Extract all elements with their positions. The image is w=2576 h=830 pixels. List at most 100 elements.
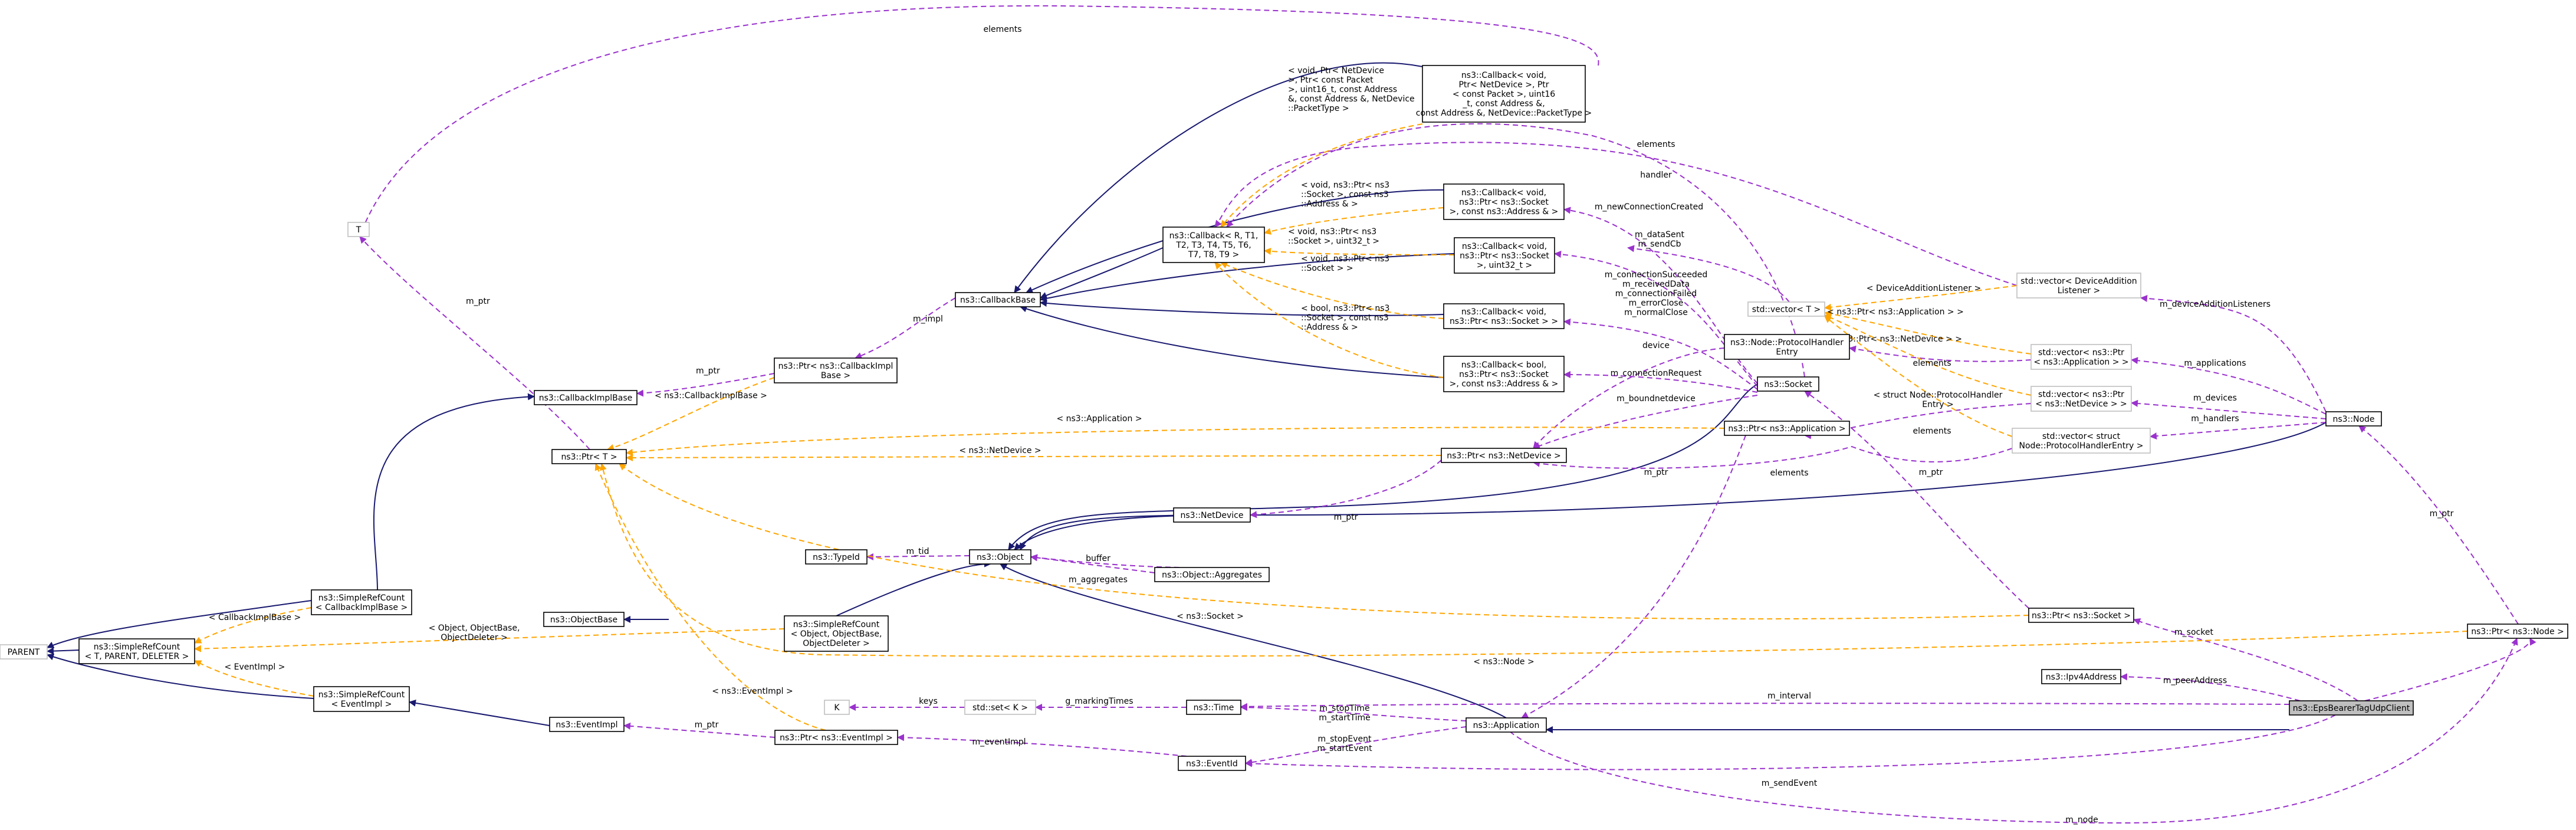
edge-label-tpl-socket: < ns3::Socket > [1177, 612, 1244, 621]
node-netdevice[interactable]: ns3::NetDevice [1173, 507, 1251, 523]
node-ptr-socket[interactable]: ns3::Ptr< ns3::Socket > [2028, 608, 2134, 623]
node-label: ns3::Socket [1764, 380, 1812, 389]
edge-label-m-applications: m_applications [2184, 359, 2246, 368]
node-k[interactable]: K [824, 700, 850, 715]
node-callback-sent[interactable]: ns3::Callback< void,ns3::Ptr< ns3::Socke… [1454, 237, 1555, 274]
node-node[interactable]: ns3::Node [2325, 411, 2382, 427]
node-ptr-node[interactable]: ns3::Ptr< ns3::Node > [2467, 624, 2568, 639]
edge-tmpl-66 [599, 463, 2468, 657]
node-simplerefcount-object[interactable]: ns3::SimpleRefCount< Object, ObjectBase,… [784, 615, 889, 652]
edge-tmpl-60 [1220, 261, 1444, 319]
edge-label-elements-top: elements [983, 25, 1021, 34]
edge-inherit-1 [1000, 563, 1507, 719]
edge-inherit-17 [1020, 422, 2327, 550]
node-callback-bool[interactable]: ns3::Callback< bool,ns3::Ptr< ns3::Socke… [1443, 356, 1565, 392]
node-aggregates[interactable]: ns3::Object::Aggregates [1154, 567, 1270, 582]
edge-label-elements-vec2: elements [1913, 427, 1951, 436]
edge-label-m-devices: m_devices [2193, 393, 2237, 403]
edge-usage-44 [1226, 123, 1805, 378]
edge-label-tpl-bool: < bool, ns3::Ptr< ns3::Socket >, const n… [1301, 304, 1389, 332]
node-simplerefcount-callback[interactable]: ns3::SimpleRefCount< CallbackImplBase > [311, 589, 412, 615]
node-ptr-t[interactable]: ns3::Ptr< T > [551, 449, 627, 464]
node-eventimpl[interactable]: ns3::EventImpl [549, 717, 625, 732]
edge-tmpl-69 [194, 628, 785, 652]
edge-tmpl-73 [1824, 314, 2032, 396]
node-socket[interactable]: ns3::Socket [1757, 376, 1819, 392]
edge-usage-49 [1533, 347, 1725, 449]
edge-usage-47 [1563, 318, 1758, 390]
node-label: ns3::Ptr< ns3::NetDevice > [1447, 451, 1561, 461]
edge-inherit-9 [1040, 247, 1164, 299]
edge-label-m-impl: m_impl [913, 314, 943, 324]
edge-usage-41 [2131, 399, 2327, 419]
edge-usage-53 [1849, 345, 2032, 362]
edge-usage-36 [2120, 673, 2301, 701]
edge-usage-18 [359, 5, 1599, 237]
node-label: ns3::CallbackBase [960, 296, 1036, 305]
node-target[interactable]: ns3::EpsBearerTagUdpClient [2289, 700, 2414, 716]
edge-label-m-node: m_node [2065, 815, 2098, 825]
node-application[interactable]: ns3::Application [1466, 717, 1547, 733]
edge-label-m-ptr-t: m_ptr [466, 297, 490, 306]
edge-label-m-ptr-cb: m_ptr [696, 366, 720, 376]
node-label: ns3::SimpleRefCount< CallbackImplBase > [316, 593, 408, 612]
edge-inherit-16 [1008, 383, 1758, 550]
edge-usage-23 [1030, 554, 1155, 573]
edge-inherit-2 [836, 560, 991, 616]
edge-label-tpl-accept: < void, ns3::Ptr< ns3::Socket >, const n… [1301, 181, 1389, 209]
node-callback-generic[interactable]: ns3::Callback< R, T1,T2, T3, T4, T5, T6,… [1162, 227, 1265, 263]
node-label: ns3::SimpleRefCount< EventImpl > [318, 690, 405, 709]
node-vector-ptr-netdev[interactable]: std::vector< ns3::Ptr< ns3::NetDevice > … [2030, 386, 2132, 412]
node-label: ns3::Ptr< ns3::EventImpl > [780, 733, 893, 743]
node-ipv4address[interactable]: ns3::Ipv4Address [2041, 669, 2121, 684]
node-set-k[interactable]: std::set< K > [964, 700, 1036, 715]
node-simplerefcount-tpd[interactable]: ns3::SimpleRefCount< T, PARENT, DELETER … [78, 638, 195, 664]
node-vector-t[interactable]: std::vector< T > [1747, 301, 1825, 317]
node-callbackbase[interactable]: ns3::CallbackBase [955, 292, 1041, 307]
edge-label-m-aggregates: m_aggregates [1069, 575, 1128, 585]
edge-usage-38 [2358, 425, 2519, 625]
edge-usage-42 [2150, 422, 2327, 440]
node-callback-accept[interactable]: ns3::Callback< void,ns3::Ptr< ns3::Socke… [1443, 183, 1565, 220]
node-time[interactable]: ns3::Time [1186, 700, 1241, 715]
edge-tmpl-71 [1824, 285, 2018, 311]
node-ptr-application[interactable]: ns3::Ptr< ns3::Application > [1724, 421, 1850, 436]
node-objectbase[interactable]: ns3::ObjectBase [543, 612, 625, 627]
edge-inherit-4 [47, 600, 312, 648]
edge-usage-19 [359, 236, 590, 450]
node-object[interactable]: ns3::Object [969, 549, 1031, 565]
node-label: K [834, 703, 840, 713]
node-label: ns3::TypeId [813, 553, 860, 562]
node-callback-receive[interactable]: ns3::Callback< void,Ptr< NetDevice >, Pt… [1416, 65, 1592, 123]
edge-label-m-ptr-ev: m_ptr [695, 720, 719, 730]
edge-label-m-socket: m_socket [2174, 628, 2213, 637]
node-vector-ptr-app[interactable]: std::vector< ns3::Ptr< ns3::Application … [2030, 344, 2132, 370]
edge-usage-39 [2140, 294, 2327, 412]
node-simplerefcount-eventimpl[interactable]: ns3::SimpleRefCount< EventImpl > [313, 686, 410, 712]
node-label: std::set< K > [972, 703, 1028, 713]
node-t[interactable]: T [347, 222, 370, 237]
edge-label-m-connectionrequest: m_connectionRequest [1611, 369, 1702, 378]
node-label: ns3::Callback< void,ns3::Ptr< ns3::Socke… [1460, 242, 1549, 270]
node-typeid[interactable]: ns3::TypeId [805, 549, 868, 565]
node-eventid[interactable]: ns3::EventId [1178, 756, 1246, 771]
edge-label-tpl-receive: < void, Ptr< NetDevice>, Ptr< const Pack… [1288, 66, 1415, 113]
edge-inherit-14 [1020, 305, 1444, 378]
edge-tmpl-70 [194, 660, 314, 697]
node-label: ns3::Object [977, 553, 1024, 562]
node-callback-socket[interactable]: ns3::Callback< void,ns3::Ptr< ns3::Socke… [1443, 303, 1565, 329]
node-callbackimplbase[interactable]: ns3::CallbackImplBase [534, 390, 638, 405]
node-label: ns3::EpsBearerTagUdpClient [2293, 704, 2410, 713]
node-parent[interactable]: PARENT [0, 644, 48, 660]
node-ptr-eventimpl[interactable]: ns3::Ptr< ns3::EventImpl > [774, 730, 898, 745]
node-ptr-netdevice[interactable]: ns3::Ptr< ns3::NetDevice > [1441, 448, 1567, 463]
